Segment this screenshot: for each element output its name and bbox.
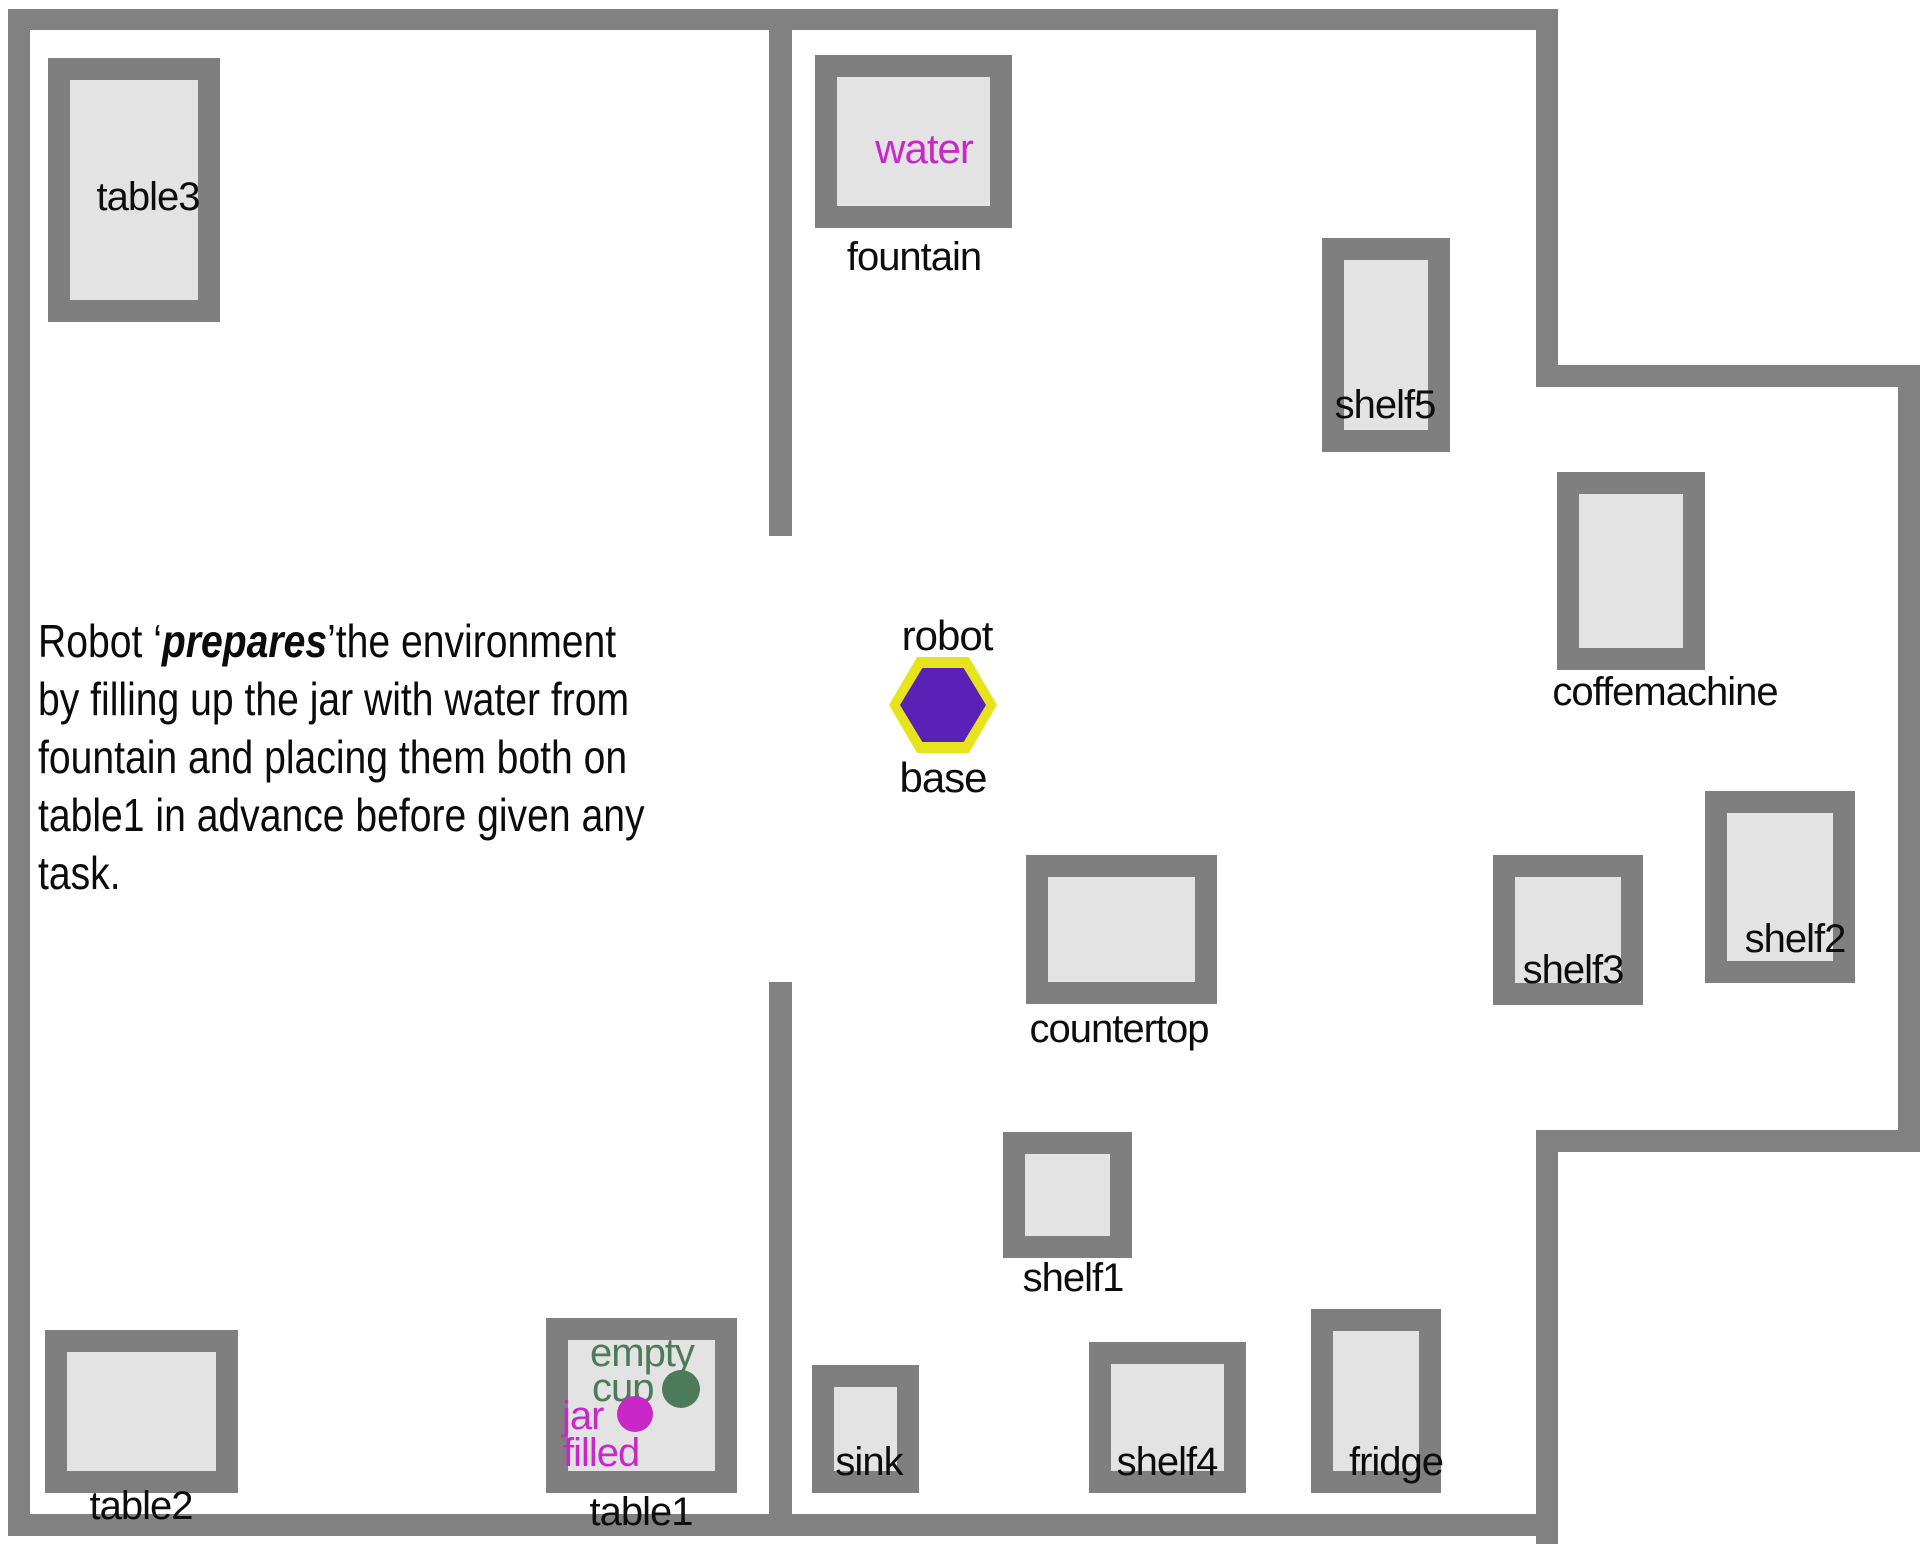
furniture-label-shelf2: shelf2: [1744, 917, 1847, 961]
wall-right: [1898, 365, 1920, 1152]
furniture-label-shelf5: shelf5: [1334, 383, 1437, 427]
furniture-box-shelf5: [1322, 238, 1450, 452]
furniture-label-fountain: fountain: [846, 235, 982, 279]
furniture-label-shelf3: shelf3: [1522, 948, 1625, 992]
furniture-box-sink: [812, 1365, 919, 1493]
wall-middle-lower: [769, 982, 792, 1514]
furniture-box-shelf4: [1089, 1342, 1246, 1493]
furniture-box-table2: [45, 1330, 238, 1493]
furniture-label-table3: table3: [96, 175, 201, 219]
wall-topright-vertical: [1536, 9, 1558, 387]
wall-bottomright-vertical: [1536, 1130, 1558, 1544]
annotation-post: ’the environment by filling up the jar w…: [38, 615, 645, 899]
furniture-label-table2: table2: [89, 1484, 194, 1528]
furniture-label-countertop: countertop: [1029, 1007, 1209, 1051]
furniture-box-shelf1: [1003, 1132, 1132, 1258]
empty-cup-label-line1: empty: [590, 1331, 695, 1375]
wall-middle-upper: [769, 9, 792, 536]
furniture-box-shelf2: [1705, 791, 1855, 983]
annotation-pre: Robot ‘: [38, 615, 162, 667]
wall-bottomright-horizontal: [1536, 1130, 1920, 1152]
furniture-box-fridge: [1311, 1309, 1441, 1493]
furniture-box-table1: [546, 1318, 737, 1493]
fountain-content-label: water: [875, 125, 974, 172]
furniture-label-coffemachine: coffemachine: [1552, 670, 1778, 714]
jar-dot: [617, 1396, 653, 1432]
wall-bottom: [8, 1514, 1558, 1536]
furniture-box-coffemachine: [1557, 472, 1705, 670]
jar-filled-label-line1: jar: [562, 1394, 604, 1438]
furniture-label-fridge: fridge: [1348, 1440, 1444, 1484]
robot-label: robot: [901, 612, 994, 659]
wall-topright-horizontal: [1536, 365, 1920, 387]
furniture-label-shelf1: shelf1: [1022, 1256, 1125, 1300]
furniture-label-sink: sink: [835, 1440, 903, 1484]
cup-dot: [662, 1370, 700, 1408]
furniture-label-table1: table1: [589, 1490, 694, 1534]
furniture-box-countertop: [1026, 855, 1217, 1004]
furniture-label-shelf4: shelf4: [1116, 1440, 1219, 1484]
wall-left: [8, 9, 30, 1536]
annotation-highlight: prepares: [161, 615, 328, 667]
annotation-text: Robot ‘prepares’the environment by filli…: [38, 612, 803, 902]
furniture-box-table3: [48, 58, 220, 322]
jar-filled-label-line2: filled: [563, 1431, 640, 1475]
base-label: base: [899, 754, 987, 801]
furniture-box-shelf3: [1493, 855, 1643, 1005]
furniture-box-fountain: [815, 55, 1012, 228]
